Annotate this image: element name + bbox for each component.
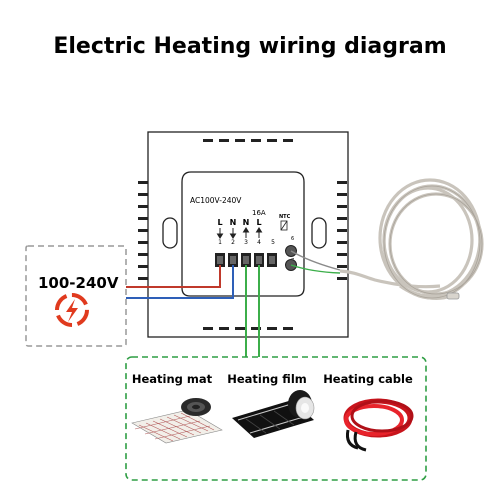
bottom-vents [203,327,293,330]
terminal-letter-1: L [217,218,222,227]
terminal-number-5: 5 [271,239,275,246]
terminal-number-4: 4 [257,239,261,246]
terminal-letter-3: N [243,218,250,227]
screw-terminals [215,253,277,267]
sensor-terminal-6: 6 [291,236,294,242]
electric-hazard-icon [55,293,89,327]
page-title: Electric Heating wiring diagram [53,34,447,59]
power-voltage-label: 100-240V [38,274,119,292]
left-mounting-slot [162,217,178,249]
right-mounting-slot [311,217,327,249]
ntc-label: NTC [279,214,291,220]
terminal-number-2: 2 [231,239,235,246]
terminal-letter-4: L [256,218,261,227]
ntc-symbol [280,220,288,231]
wires [126,250,341,357]
heating-mat-icon [131,398,223,444]
heating-options-box: Heating mat Heating film Heating cable [125,356,427,481]
heating-mat-label: Heating mat [132,372,213,386]
ntc-sensor-cable [339,178,484,300]
left-vents [138,181,148,280]
live-wire [126,265,221,288]
top-vents [203,139,293,142]
right-vents [337,181,347,280]
neutral-wire [126,265,234,299]
terminal-number-1: 1 [218,239,222,246]
module-current-label: 16A [252,209,266,217]
heating-film-label: Heating film [227,372,307,386]
ntc-probe-tip [446,292,460,300]
heating-film-icon [232,390,315,438]
ntc-sensor-cable-shade [383,185,483,299]
sensor-wire-b [290,264,341,274]
module-voltage-label: AC100V-240V [190,196,242,205]
heating-cable-icon [343,398,414,452]
terminal-letter-2: N [230,218,237,227]
heating-cable-label: Heating cable [323,372,413,386]
terminal-number-3: 3 [244,239,248,246]
sensor-wire-a [290,250,341,271]
terminal-arrows [216,227,263,239]
terminal-module: AC100V-240V 16A NTC L N N L 1 2 3 4 5 6 … [181,171,305,297]
power-source-box: 100-240V [25,245,127,347]
